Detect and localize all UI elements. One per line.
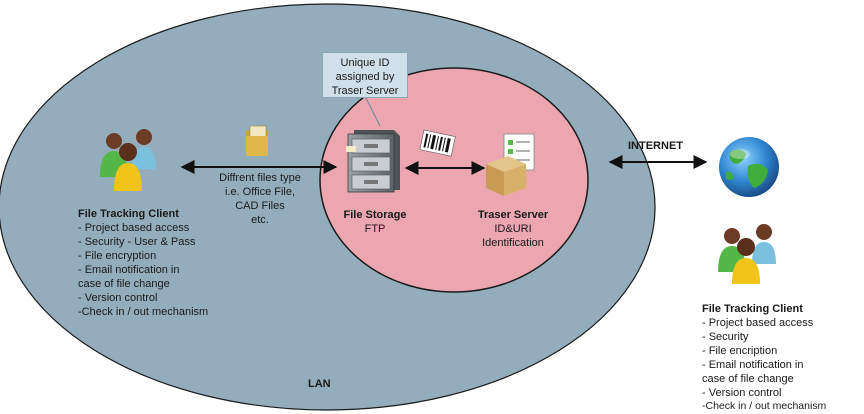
globe-icon	[719, 137, 779, 197]
traser-server-line-1: ID&URI	[494, 223, 532, 235]
file-cabinet-icon	[346, 130, 400, 193]
lan-client-title: File Tracking Client	[78, 208, 179, 220]
folder-icon	[246, 125, 268, 156]
remote-client-line-1: - Project based access	[702, 317, 814, 329]
lan-client-line-4: - Email notification in	[78, 264, 180, 276]
file-types-line-1: Diffrent files type	[219, 172, 301, 184]
lan-client-line-2: - Security - User & Pass	[78, 236, 196, 248]
lan-client-line-6: - Version control	[78, 292, 158, 304]
remote-user-group-icon	[718, 224, 776, 284]
note-connector	[365, 97, 381, 127]
traser-server-title: Traser Server	[477, 209, 549, 221]
remote-client-line-3: - File encription	[702, 345, 778, 357]
file-types-line-2: i.e. Office File,	[224, 186, 296, 198]
remote-client-title: File Tracking Client	[702, 303, 803, 315]
remote-client-line-7: -Check in / out mechanism	[702, 400, 827, 412]
barcode-icon	[419, 129, 456, 157]
server-box-icon	[486, 133, 535, 196]
lan-client-line-7: -Check in / out mechanism	[78, 306, 209, 318]
unique-id-line-2: assigned by	[335, 71, 395, 83]
unique-id-note	[322, 52, 408, 98]
lan-client-line-5: case of file change	[78, 278, 170, 290]
file-types-line-4: etc.	[251, 214, 269, 226]
lan-client-line-3: - File encryption	[78, 250, 157, 262]
internet-label: INTERNET	[628, 140, 683, 152]
traser-server-line-2: Identification	[482, 237, 544, 249]
server-zone	[319, 67, 589, 293]
unique-id-line-3: Traser Server	[331, 85, 399, 97]
lan-label: LAN	[308, 378, 331, 390]
remote-client-line-5: case of file change	[702, 373, 794, 385]
lan-client-line-1: - Project based access	[78, 222, 190, 234]
remote-client-line-4: - Email notification in	[702, 359, 804, 371]
file-storage-title: File Storage	[343, 209, 407, 221]
remote-client-line-6: - Version control	[702, 387, 782, 399]
remote-client-line-2: - Security	[702, 331, 749, 343]
lan-user-group-icon	[100, 129, 156, 191]
file-storage-subtitle: FTP	[364, 223, 386, 235]
file-types-line-3: CAD Files	[235, 200, 285, 212]
unique-id-line-1: Unique ID	[340, 57, 390, 69]
